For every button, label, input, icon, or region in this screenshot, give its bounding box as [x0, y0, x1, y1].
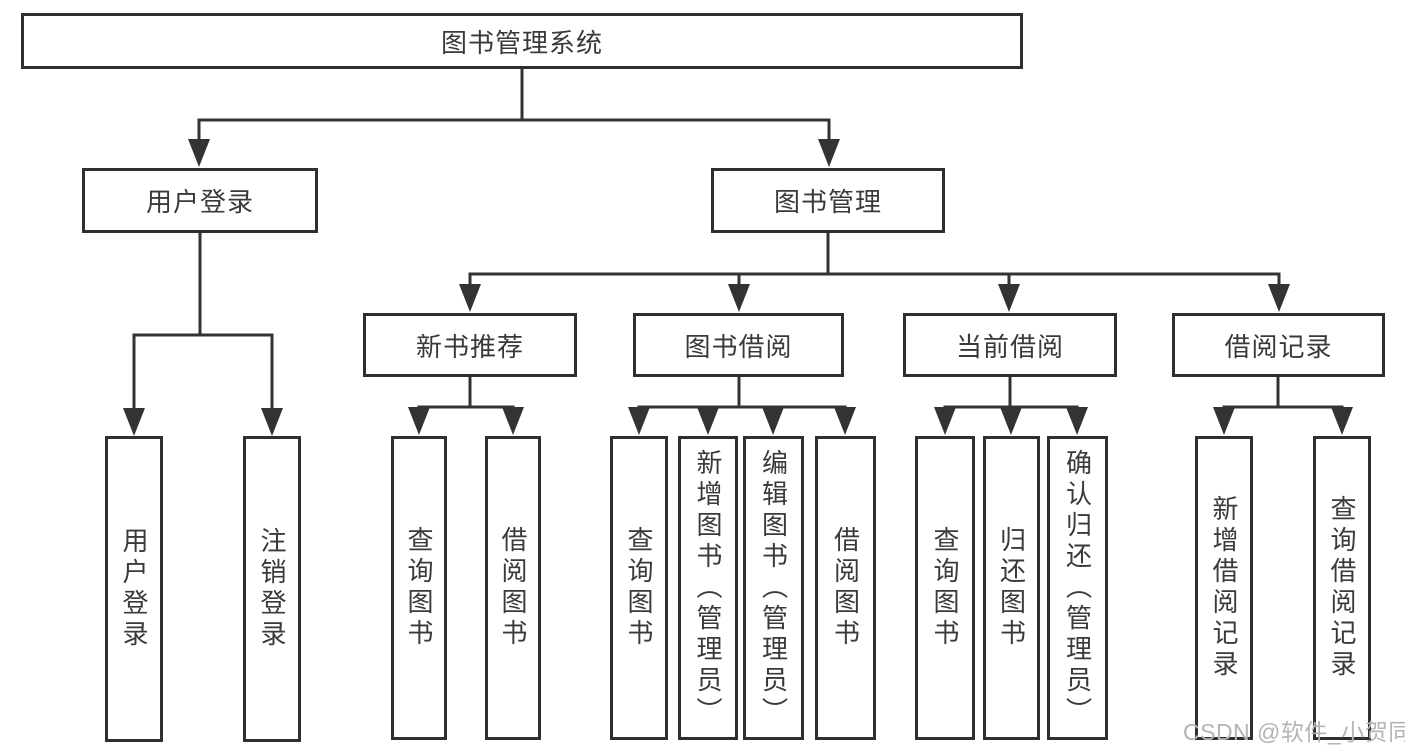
node-book-borrow: 图书借阅 — [633, 313, 844, 377]
leaf-bb-query-book-label: 查询图书 — [624, 526, 654, 650]
leaf-bb-query-book: 查询图书 — [610, 436, 668, 740]
leaf-logout-label: 注销登录 — [257, 527, 287, 651]
node-borrow-record: 借阅记录 — [1172, 313, 1385, 377]
leaf-rec-query-book-label: 查询图书 — [404, 526, 434, 650]
arrow-icon — [1268, 284, 1290, 312]
leaf-user-login-label: 用户登录 — [119, 527, 149, 651]
leaf-bb-add-book-admin-label: 新增图书（管理员） — [693, 448, 723, 728]
arrow-icon — [628, 407, 650, 435]
arrow-icon — [188, 139, 210, 167]
leaf-cb-confirm-return-admin-label: 确认归还（管理员） — [1062, 448, 1093, 728]
node-current-borrow-label: 当前借阅 — [955, 331, 1064, 362]
leaf-bb-edit-book-admin: 编辑图书（管理员） — [743, 436, 804, 740]
leaf-cb-query-book-label: 查询图书 — [930, 526, 960, 650]
arrow-icon — [459, 284, 481, 312]
arrow-icon — [834, 407, 856, 435]
node-book-mgmt: 图书管理 — [711, 168, 945, 233]
leaf-rec-query-book: 查询图书 — [391, 436, 447, 740]
arrow-icon — [1331, 407, 1353, 435]
leaf-user-login: 用户登录 — [105, 436, 163, 742]
arrow-icon — [934, 407, 956, 435]
leaf-rec-borrow-book: 借阅图书 — [485, 436, 541, 740]
leaf-cb-confirm-return-admin: 确认归还（管理员） — [1047, 436, 1108, 740]
node-book-borrow-label: 图书借阅 — [684, 331, 793, 362]
leaf-bb-borrow-book: 借阅图书 — [815, 436, 876, 740]
arrow-icon — [1000, 407, 1022, 435]
node-borrow-record-label: 借阅记录 — [1224, 331, 1333, 362]
leaf-bb-add-book-admin: 新增图书（管理员） — [678, 436, 738, 740]
leaf-bb-borrow-book-label: 借阅图书 — [830, 526, 861, 650]
arrow-icon — [818, 139, 840, 167]
arrow-icon — [998, 284, 1020, 312]
leaf-cb-return-book-label: 归还图书 — [996, 526, 1027, 650]
node-current-borrow: 当前借阅 — [903, 313, 1117, 377]
leaf-rec-borrow-book-label: 借阅图书 — [498, 526, 528, 650]
leaf-bb-edit-book-admin-label: 编辑图书（管理员） — [758, 448, 789, 728]
arrow-icon — [408, 407, 430, 435]
node-book-mgmt-label: 图书管理 — [773, 187, 882, 217]
arrow-icon — [728, 284, 750, 312]
arrow-icon — [123, 408, 145, 436]
node-root-label: 图书管理系统 — [440, 27, 603, 58]
node-user-login: 用户登录 — [82, 168, 318, 233]
leaf-br-add-record-label: 新增借阅记录 — [1209, 495, 1239, 681]
arrow-icon — [1213, 407, 1235, 435]
csdn-watermark: CSDN @软件_小贺同学 — [1183, 719, 1405, 745]
arrow-icon — [697, 407, 719, 435]
leaf-logout: 注销登录 — [243, 436, 301, 742]
arrow-icon — [261, 408, 283, 436]
leaf-cb-query-book: 查询图书 — [915, 436, 975, 740]
node-new-book-rec: 新书推荐 — [363, 313, 577, 377]
node-root: 图书管理系统 — [21, 13, 1023, 69]
arrow-icon — [502, 407, 524, 435]
leaf-br-add-record: 新增借阅记录 — [1195, 436, 1253, 740]
leaf-br-query-record: 查询借阅记录 — [1313, 436, 1371, 740]
node-user-login-label: 用户登录 — [145, 187, 254, 217]
leaf-cb-return-book: 归还图书 — [983, 436, 1040, 740]
arrow-icon — [1066, 407, 1088, 435]
arrow-icon — [762, 407, 784, 435]
leaf-br-query-record-label: 查询借阅记录 — [1327, 495, 1357, 681]
node-new-book-rec-label: 新书推荐 — [415, 331, 524, 362]
